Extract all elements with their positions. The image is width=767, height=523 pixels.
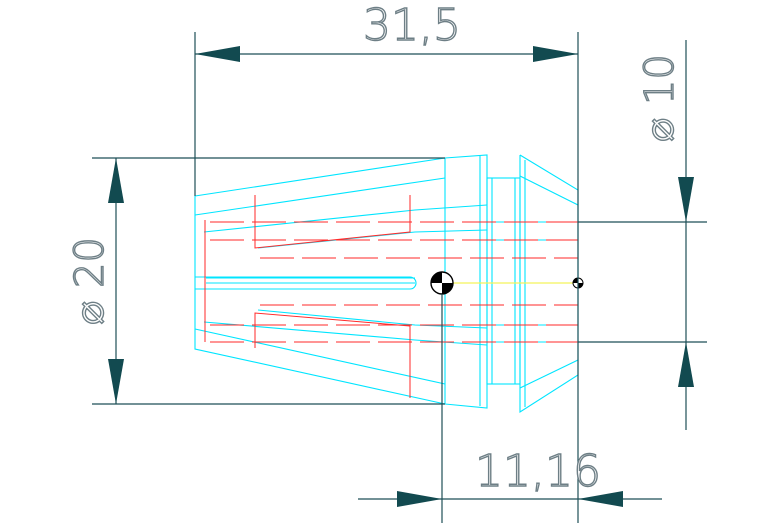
outer-diameter-label: ⌀ 20	[67, 237, 113, 325]
front-head-top-inner	[519, 175, 579, 206]
dimension-overall-length: 31,5	[194, 0, 579, 523]
dimension-outer-diameter: ⌀ 20	[66, 157, 445, 405]
finger-upper	[203, 204, 488, 233]
dimension-bore-diameter: ⌀ 10	[578, 40, 707, 430]
arrow-down-icon	[108, 359, 124, 404]
hidden-lines	[204, 195, 578, 398]
finger-upper-2	[257, 229, 488, 249]
offset-length-label: 11,16	[475, 446, 601, 497]
arrow-left-offset-icon	[578, 491, 623, 507]
slot-lower	[254, 312, 411, 398]
finger-lower-2	[257, 309, 488, 329]
rear-body-inner-bottom	[194, 328, 446, 385]
bore-tip	[195, 276, 417, 290]
rear-body-inner-top	[194, 177, 446, 216]
center-of-gravity-icon	[430, 271, 454, 295]
arrow-up-icon	[108, 158, 124, 203]
arrow-right-offset-icon	[397, 491, 442, 507]
arrow-left-icon	[195, 46, 240, 62]
overall-length-label: 31,5	[363, 0, 461, 51]
arrow-right-icon	[533, 46, 578, 62]
slot-upper	[254, 195, 411, 249]
arrow-down-bore-icon	[678, 177, 694, 222]
arrow-up-bore-icon	[678, 342, 694, 387]
finger-lower	[203, 321, 488, 346]
bore-diameter-label: ⌀ 10	[637, 54, 683, 142]
collet-outline	[194, 154, 579, 414]
dimension-offset-length: 11,16	[358, 294, 662, 523]
front-head-bottom-inner	[519, 359, 579, 389]
